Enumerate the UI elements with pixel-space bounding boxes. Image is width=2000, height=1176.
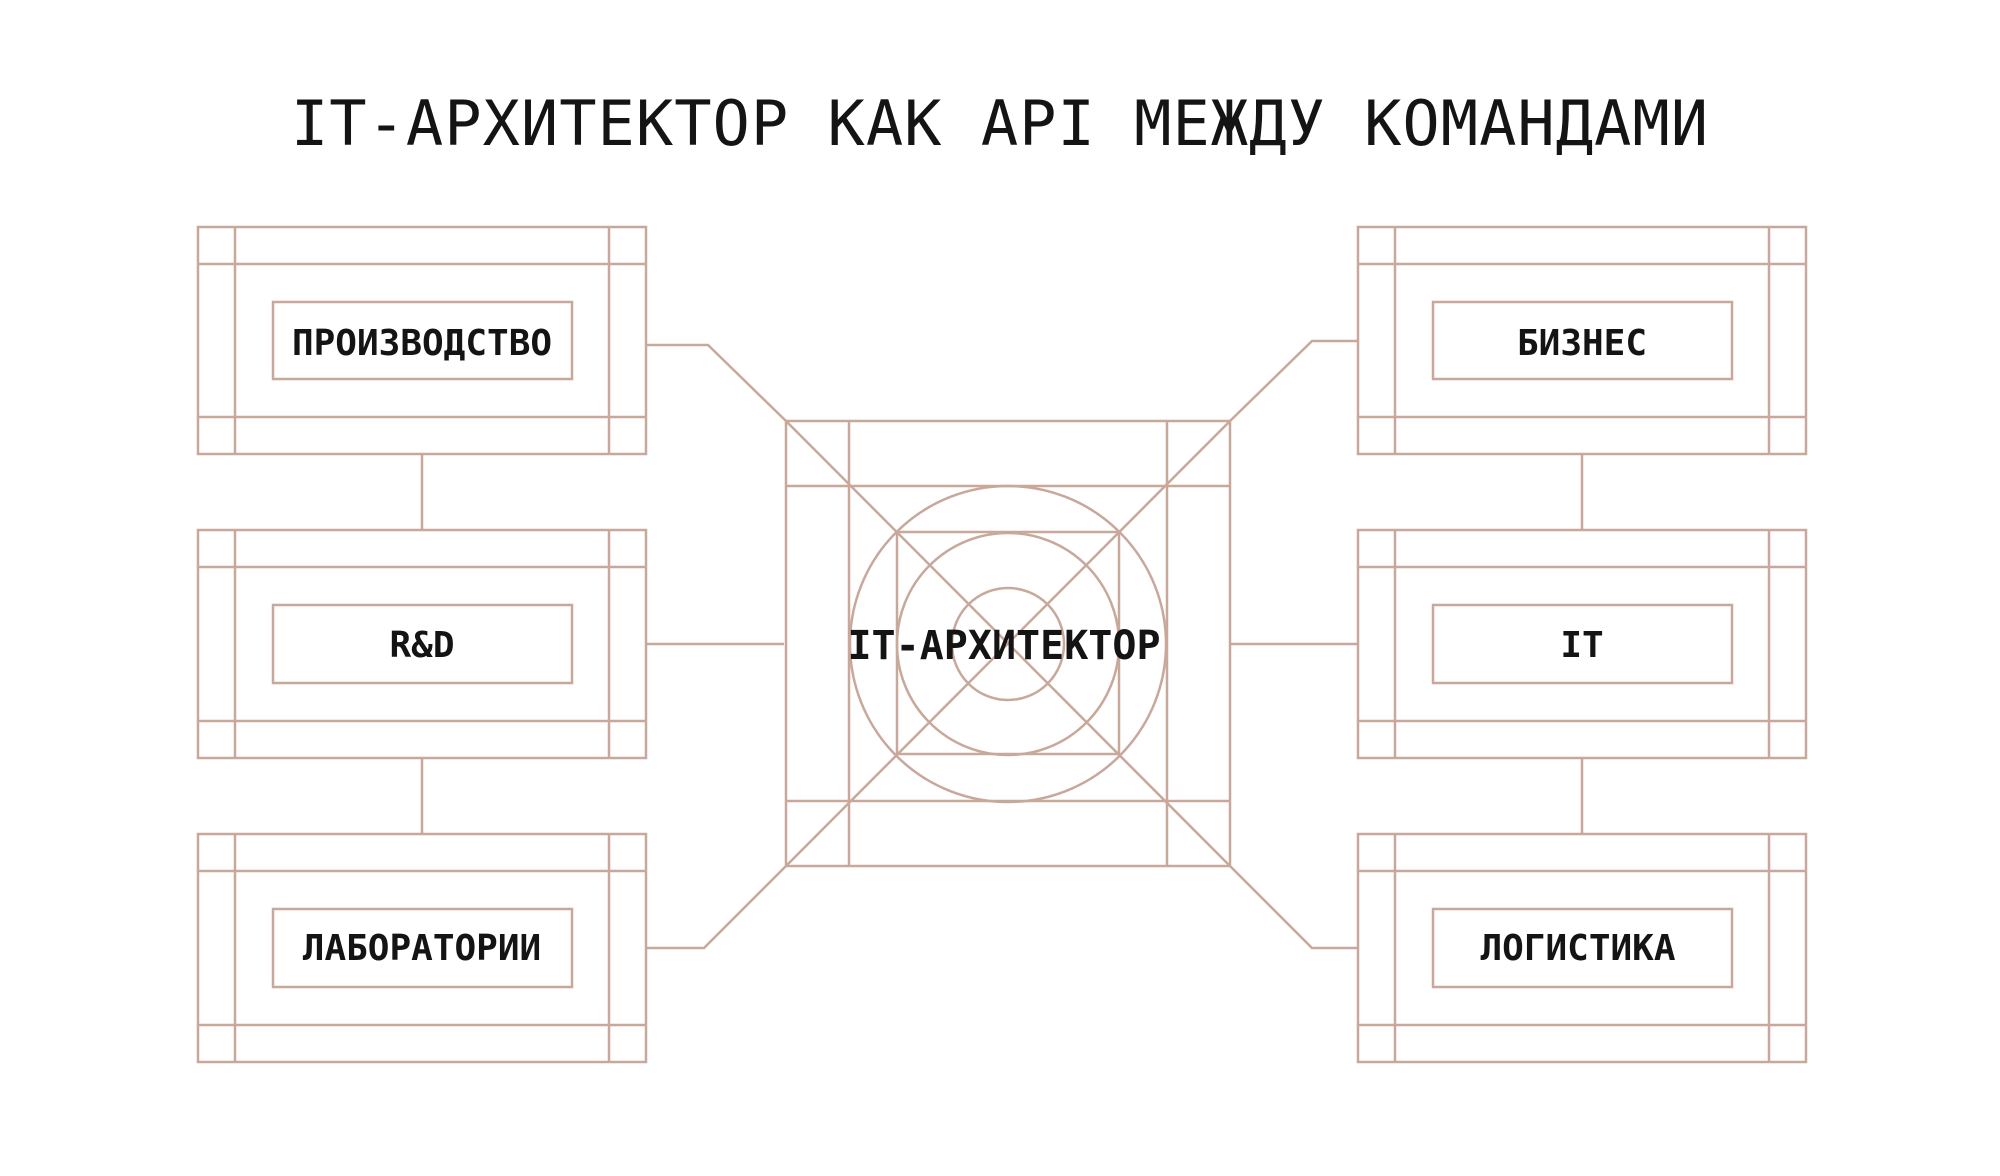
center-inner-circle — [950, 586, 1066, 702]
box-labs: ЛАБОРАТОРИИ — [196, 832, 648, 1064]
box-frame — [196, 832, 648, 1064]
box-label-logistics: ЛОГИСТИКА — [1480, 928, 1675, 969]
center-diagonal-2 — [785, 420, 1231, 867]
box-label-rd: R&D — [389, 625, 454, 666]
box-frame — [1356, 528, 1808, 760]
box-label-frame — [1431, 300, 1734, 381]
box-label-frame — [271, 603, 574, 685]
center-block: IT-АРХИТЕКТОР — [784, 419, 1232, 868]
diagram-title: IT-АРХИТЕКТОР КАК API МЕЖДУ КОМАНДАМИ — [291, 87, 1709, 160]
box-logistics: ЛОГИСТИКА — [1356, 832, 1808, 1064]
box-rd: R&D — [196, 528, 648, 760]
box-frame — [1356, 225, 1808, 456]
box-label-business: БИЗНЕС — [1517, 323, 1647, 364]
box-production: ПРОИЗВОДСТВО — [196, 225, 648, 456]
center-outer-frame — [784, 419, 1232, 868]
box-label-frame — [1431, 603, 1734, 685]
box-label-frame — [1431, 907, 1734, 989]
box-label-frame — [271, 300, 574, 381]
connector-labs-center — [646, 865, 787, 950]
box-label-production: ПРОИЗВОДСТВО — [292, 323, 552, 364]
connector-business-center — [1229, 339, 1358, 422]
box-label-labs: ЛАБОРАТОРИИ — [303, 928, 541, 969]
connector-logistics-center — [1229, 865, 1358, 950]
box-frame — [196, 225, 648, 456]
box-label-frame — [271, 907, 574, 989]
center-outer-circle — [848, 484, 1168, 804]
center-label: IT-АРХИТЕКТОР — [847, 623, 1160, 669]
box-frame — [1356, 832, 1808, 1064]
connector-production-center — [646, 343, 787, 422]
box-frame — [196, 528, 648, 760]
box-business: БИЗНЕС — [1356, 225, 1808, 456]
box-it: IT — [1356, 528, 1808, 760]
connectors — [420, 339, 1584, 950]
center-middle-circle — [895, 531, 1121, 757]
box-label-it: IT — [1560, 625, 1603, 666]
